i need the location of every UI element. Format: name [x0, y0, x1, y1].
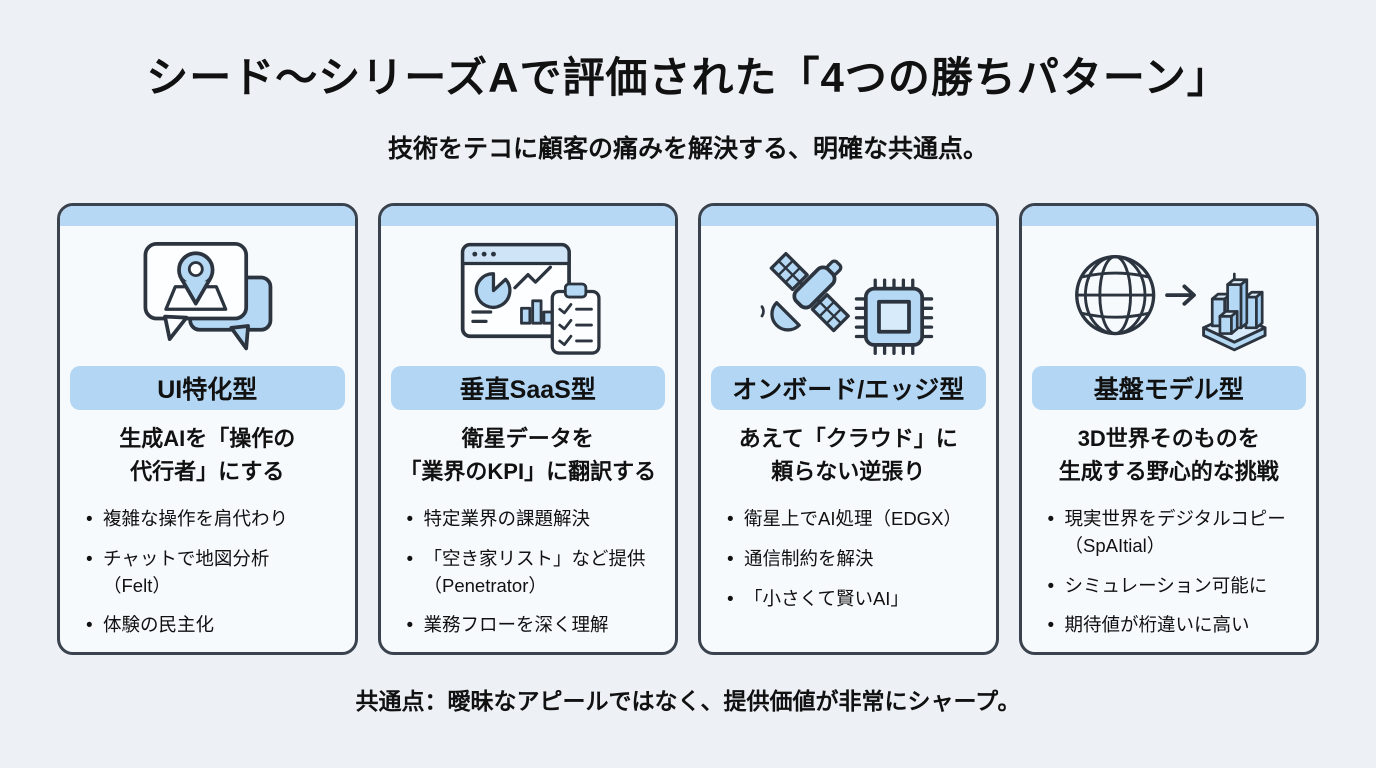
card-vertical-saas: 垂直SaaS型 衛星データを 「業界のKPI」に翻訳する 特定業界の課題解決 「…	[377, 203, 678, 655]
chat-map-icon	[143, 242, 273, 351]
bullet-item: チャットで地図分析 （Felt）	[82, 546, 343, 600]
pattern-cards-row: UI特化型 生成AIを「操作の 代行者」にする 複雑な操作を肩代わり チャットで…	[57, 203, 1319, 655]
bullet-item: 「小さくて賢いAI」	[723, 586, 984, 613]
card-icon-area	[60, 232, 355, 364]
bullet-item: 複雑な操作を肩代わり	[82, 506, 343, 533]
card-bullet-list: 複雑な操作を肩代わり チャットで地図分析 （Felt） 体験の民主化	[60, 506, 355, 652]
card-topbar	[380, 206, 675, 226]
card-topbar	[1021, 206, 1316, 226]
card-icon-area	[381, 232, 676, 364]
card-title-badge: 垂直SaaS型	[390, 366, 665, 410]
card-title-badge: UI特化型	[70, 366, 345, 410]
card-title-badge: 基盤モデル型	[1031, 366, 1306, 410]
card-topbar	[701, 206, 996, 226]
bullet-item: 衛星上でAI処理（EDGX）	[723, 506, 984, 533]
card-onboard-edge: オンボード/エッジ型 あえて「クラウド」に 頼らない逆張り 衛星上でAI処理（E…	[698, 203, 999, 655]
card-foundation-model: 基盤モデル型 3D世界そのものを 生成する野心的な挑戦 現実世界をデジタルコピー…	[1018, 203, 1319, 655]
card-topbar	[60, 206, 355, 226]
bullet-item: シミュレーション可能に	[1044, 573, 1305, 600]
card-icon-area	[1022, 232, 1317, 364]
bullet-item: 「空き家リスト」など提供 （Penetrator）	[403, 546, 664, 600]
card-subtitle: 生成AIを「操作の 代行者」にする	[119, 426, 296, 484]
bullet-item: 体験の民主化	[82, 612, 343, 639]
dashboard-clipboard-icon	[460, 242, 601, 355]
bullet-item: 現実世界をデジタルコピー （SpAItial）	[1044, 506, 1305, 560]
common-point-footer: 共通点：曖昧なアピールではなく、提供価値が非常にシャープ。	[355, 688, 1021, 714]
card-subtitle: あえて「クラウド」に 頼らない逆張り	[738, 426, 958, 484]
card-bullet-list: 衛星上でAI処理（EDGX） 通信制約を解決 「小さくて賢いAI」	[701, 506, 996, 625]
page-title: シード〜シリーズAで評価された「4つの勝ちパターン」	[146, 54, 1230, 101]
slide-header: シード〜シリーズAで評価された「4つの勝ちパターン」 技術をテコに顧客の痛みを解…	[0, 0, 1376, 165]
bullet-item: 期待値が桁違いに高い	[1044, 612, 1305, 639]
page-subtitle: 技術をテコに顧客の痛みを解決する、明確な共通点。	[387, 135, 988, 163]
bullet-item: 特定業界の課題解決	[403, 506, 664, 533]
bullet-item: 通信制約を解決	[723, 546, 984, 573]
card-icon-area	[701, 232, 996, 364]
card-bullet-list: 現実世界をデジタルコピー （SpAItial） シミュレーション可能に 期待値が…	[1022, 506, 1317, 652]
bullet-item: 業務フローを深く理解	[403, 612, 664, 639]
card-subtitle: 衛星データを 「業界のKPI」に翻訳する	[399, 426, 657, 484]
card-bullet-list: 特定業界の課題解決 「空き家リスト」など提供 （Penetrator） 業務フロ…	[381, 506, 676, 652]
card-title-badge: オンボード/エッジ型	[711, 366, 986, 410]
satellite-chip-icon	[760, 251, 934, 356]
globe-to-city-icon	[1074, 255, 1267, 352]
card-ui-specialized: UI特化型 生成AIを「操作の 代行者」にする 複雑な操作を肩代わり チャットで…	[57, 203, 358, 655]
card-subtitle: 3D世界そのものを 生成する野心的な挑戦	[1058, 426, 1279, 484]
